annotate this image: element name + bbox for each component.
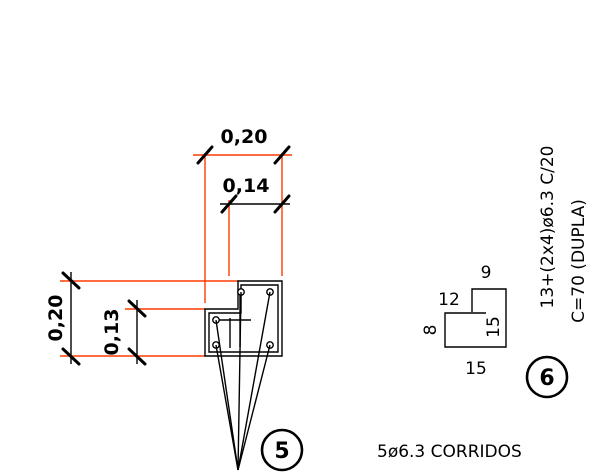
bars-note: 5ø6.3 CORRIDOS xyxy=(377,442,522,462)
width-inner-label: 0,14 xyxy=(223,175,270,197)
stirrup-ref-number: 6 xyxy=(539,366,554,391)
height-dimension-inner: 0,13 xyxy=(101,299,205,366)
stirrup-detail: 9 12 8 15 15 xyxy=(421,263,507,379)
stirrup-left-top-leg: 12 xyxy=(438,290,460,310)
width-dimension-inner: 0,14 xyxy=(220,175,291,276)
stirrup-note-line1: 13+(2x4)ø6.3 C/20 xyxy=(538,146,558,309)
stirrup-top-leg: 9 xyxy=(481,263,492,283)
bars-ref-number: 5 xyxy=(274,439,289,464)
width-outer-label: 0,20 xyxy=(221,126,268,148)
stirrup-left-leg: 8 xyxy=(421,325,441,336)
bars-ref-marker: 5 xyxy=(260,428,304,472)
height-inner-label: 0,13 xyxy=(101,309,123,356)
height-outer-label: 0,20 xyxy=(45,295,67,342)
stirrup-notes: 13+(2x4)ø6.3 C/20 C=70 (DUPLA) xyxy=(538,146,589,323)
stirrup-right-leg: 15 xyxy=(484,316,504,338)
stirrup-note-line2: C=70 (DUPLA) xyxy=(569,199,589,323)
height-dimension-outer: 0,20 xyxy=(45,271,238,366)
stirrup-ref-marker: 6 xyxy=(525,355,569,399)
bar-leaders xyxy=(215,291,271,471)
rebar-points xyxy=(212,288,274,349)
width-dimension-outer: 0,20 xyxy=(193,126,292,303)
stirrup-bottom-leg: 15 xyxy=(465,359,487,379)
